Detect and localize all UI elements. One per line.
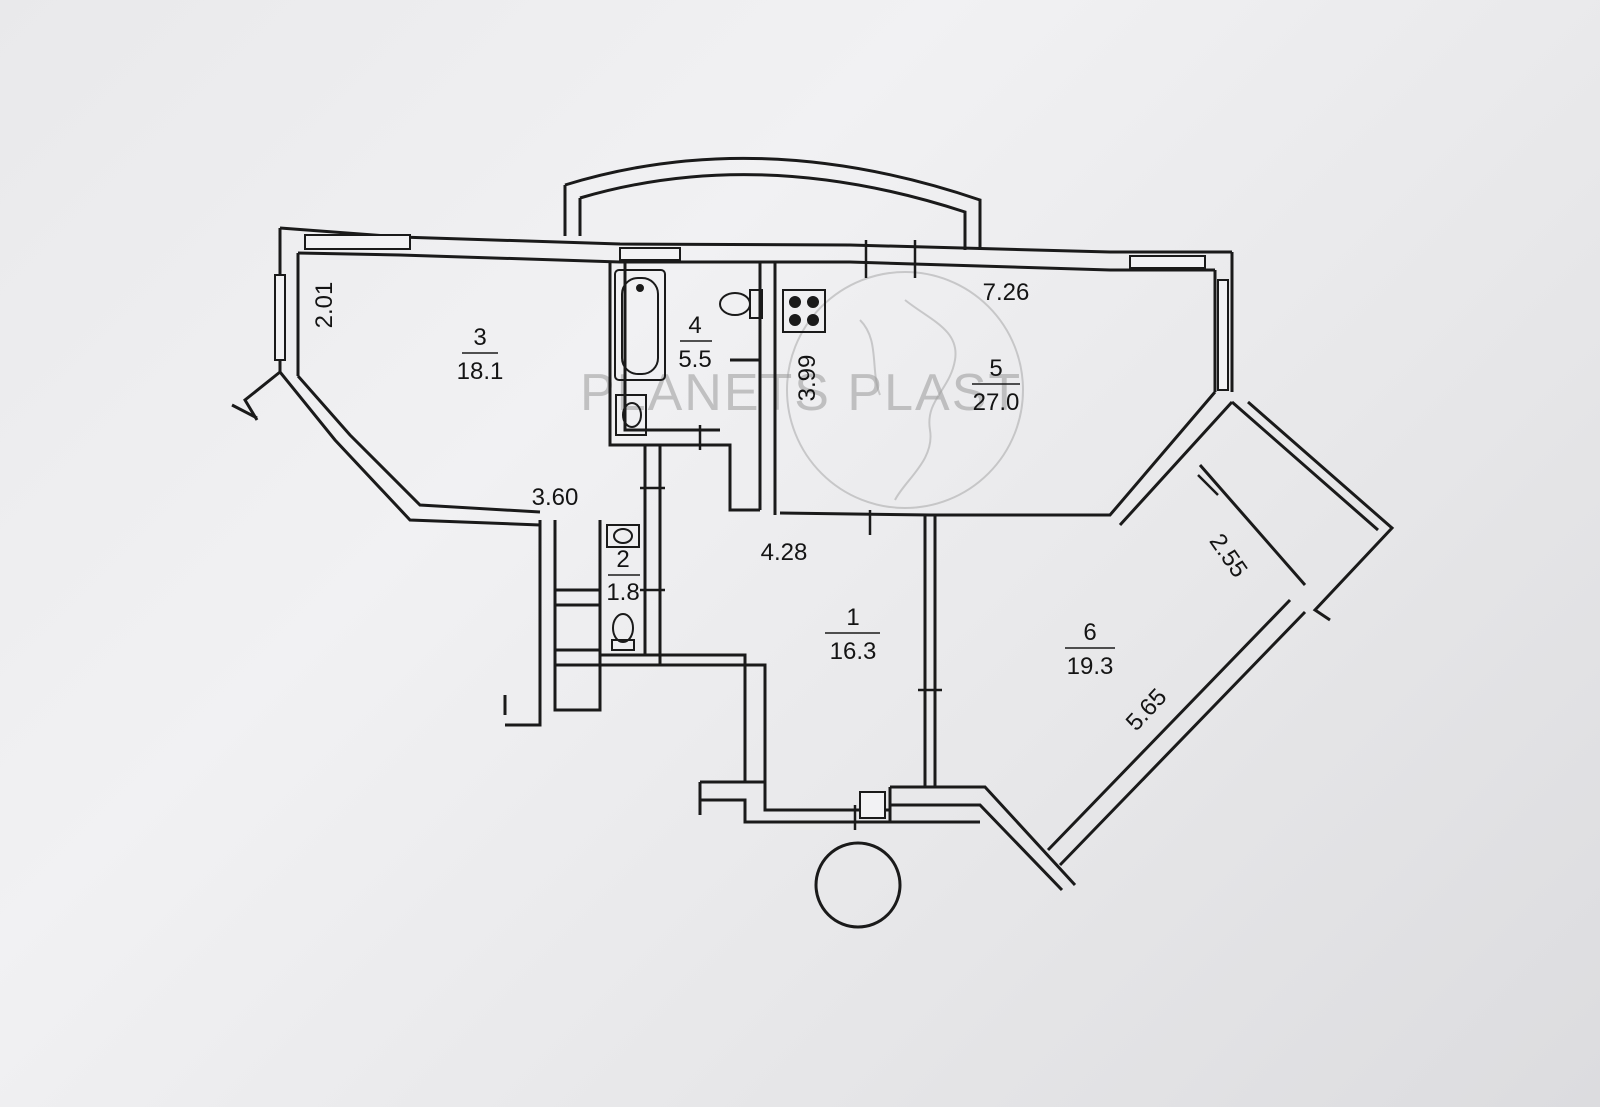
dimension-label: 2.01 bbox=[311, 282, 338, 329]
toilet-2-icon bbox=[611, 613, 635, 651]
room-number: 1 bbox=[846, 604, 859, 631]
dimension-label: 3.60 bbox=[532, 484, 579, 511]
room-2-label: 2 1.8 bbox=[606, 546, 640, 606]
door-marks bbox=[640, 240, 1219, 830]
room-1-label: 1 16.3 bbox=[825, 604, 880, 665]
room-3-label: 3 18.1 bbox=[457, 324, 504, 385]
toilet-icon bbox=[719, 289, 763, 319]
room-number: 5 bbox=[989, 355, 1002, 382]
room-area: 18.1 bbox=[457, 358, 504, 385]
room-number: 3 bbox=[473, 324, 486, 351]
room-area: 1.8 bbox=[606, 579, 639, 606]
bathtub-icon bbox=[614, 269, 666, 381]
dimension-label: 7.26 bbox=[983, 279, 1030, 306]
dimension-label: 3.99 bbox=[794, 355, 821, 402]
room-4-label: 4 5.5 bbox=[678, 312, 712, 373]
room-number: 4 bbox=[688, 312, 701, 339]
room-6-label: 6 19.3 bbox=[1065, 619, 1115, 680]
stove-icon bbox=[782, 289, 826, 333]
dimension-label: 4.28 bbox=[761, 539, 808, 566]
interior-walls bbox=[598, 262, 937, 787]
room-area: 5.5 bbox=[678, 346, 711, 373]
watermark-text: PLANETS PLAST bbox=[580, 364, 1022, 422]
room-number: 2 bbox=[616, 546, 629, 573]
balcony-top bbox=[563, 156, 982, 250]
dimension-label: 2.55 bbox=[1204, 529, 1253, 583]
room-area: 19.3 bbox=[1067, 653, 1114, 680]
windows bbox=[274, 234, 1229, 819]
room-area: 16.3 bbox=[830, 638, 877, 665]
entrance-marker-icon bbox=[814, 841, 902, 929]
watermark-globe-icon bbox=[786, 271, 1024, 509]
sink-icon bbox=[615, 394, 647, 436]
washbasin-icon bbox=[606, 524, 640, 548]
room-number: 6 bbox=[1083, 619, 1096, 646]
room-area: 27.0 bbox=[973, 389, 1020, 416]
room-5-label: 5 27.0 bbox=[972, 355, 1020, 416]
